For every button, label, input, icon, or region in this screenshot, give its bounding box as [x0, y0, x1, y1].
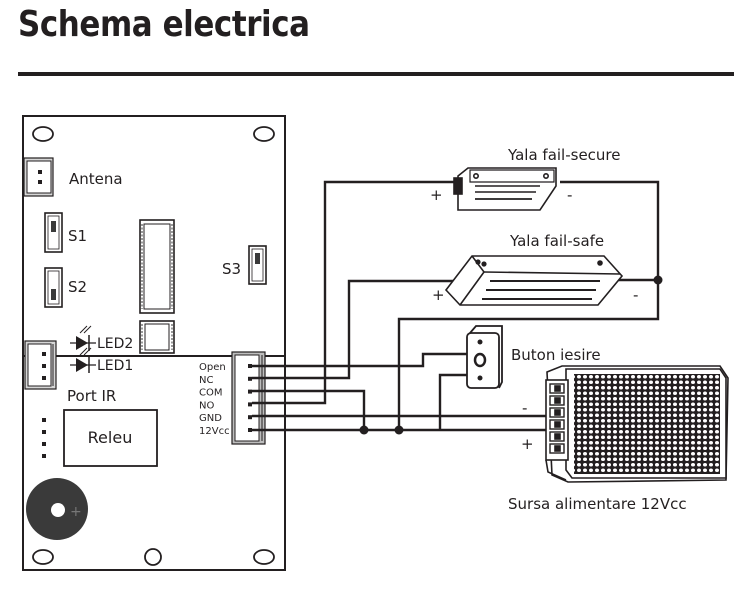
wire-exit-button-return: [438, 373, 470, 430]
relay-component: [63, 409, 158, 467]
pin-header-large: [139, 219, 175, 314]
mounting-hole: [144, 548, 162, 566]
led1-icon: [70, 347, 96, 373]
terminal-pin-label: NO: [199, 400, 214, 411]
terminal-pin: [248, 402, 252, 407]
wire-open: [252, 352, 470, 368]
fail-secure-lock: [453, 167, 557, 211]
exit-button-label: Buton iesire: [511, 346, 601, 364]
exit-button-icon[interactable]: [466, 325, 503, 389]
antenna-connector: [23, 157, 54, 197]
mounting-hole: [253, 126, 275, 142]
port-ir-label: Port IR: [67, 387, 116, 405]
relay-pins: [42, 418, 46, 458]
title-divider: [18, 72, 734, 76]
fail-safe-label: Yala fail-safe: [509, 232, 604, 250]
fail-safe-minus: -: [633, 286, 638, 304]
psu-minus: -: [522, 399, 527, 417]
terminal-pin: [248, 389, 252, 394]
terminal-pin: [248, 428, 252, 432]
junction-dot: [653, 275, 663, 285]
terminal-pin-label: Open: [199, 362, 226, 373]
led1-label: LED1: [97, 358, 133, 374]
wire-12v-branch: [397, 180, 660, 430]
mounting-hole: [32, 549, 54, 565]
svg-text:+: +: [70, 504, 82, 520]
terminal-pin-label: NC: [199, 375, 213, 386]
fail-safe-plus: +: [432, 286, 445, 304]
terminal-pin-label: GND: [199, 413, 222, 424]
terminal-pin-label: 12Vcc: [199, 426, 230, 437]
controller-board: Antena S1 S2 S3: [22, 115, 286, 571]
psu-plus: +: [521, 435, 534, 453]
terminal-pin: [248, 376, 252, 381]
pin-header-small: [139, 320, 175, 354]
ir-port-connector: [24, 340, 57, 390]
power-supply-label: Sursa alimentare 12Vcc: [508, 495, 687, 513]
wire-com: [252, 389, 366, 430]
fail-secure-minus: -: [567, 186, 572, 204]
switch-s1-label: S1: [68, 227, 87, 245]
mounting-hole: [253, 549, 275, 565]
wire-no: [252, 180, 456, 405]
terminal-pin-label: COM: [199, 388, 222, 399]
led2-icon: [70, 325, 96, 351]
buzzer-icon: +: [26, 478, 88, 540]
power-supply-icon: [545, 365, 729, 483]
switch-s2-label: S2: [68, 278, 87, 296]
terminal-pin: [248, 415, 252, 420]
terminal-pin: [248, 364, 252, 368]
relay-label: Releu: [88, 428, 133, 447]
page-title: Schema electrica: [18, 4, 310, 45]
fail-secure-plus: +: [430, 186, 443, 204]
wire-nc: [252, 279, 462, 380]
terminal-block: [231, 351, 266, 445]
led2-label: LED2: [97, 336, 133, 352]
switch-s1[interactable]: [44, 212, 63, 253]
junction-dot: [359, 425, 369, 435]
switch-s3[interactable]: [248, 245, 267, 285]
switch-s3-label: S3: [222, 260, 241, 278]
switch-s2[interactable]: [44, 267, 63, 308]
junction-dot: [394, 425, 404, 435]
antenna-label: Antena: [69, 170, 123, 188]
fail-safe-maglock: [444, 255, 624, 306]
fail-secure-label: Yala fail-secure: [507, 146, 621, 164]
mounting-hole: [32, 126, 54, 142]
